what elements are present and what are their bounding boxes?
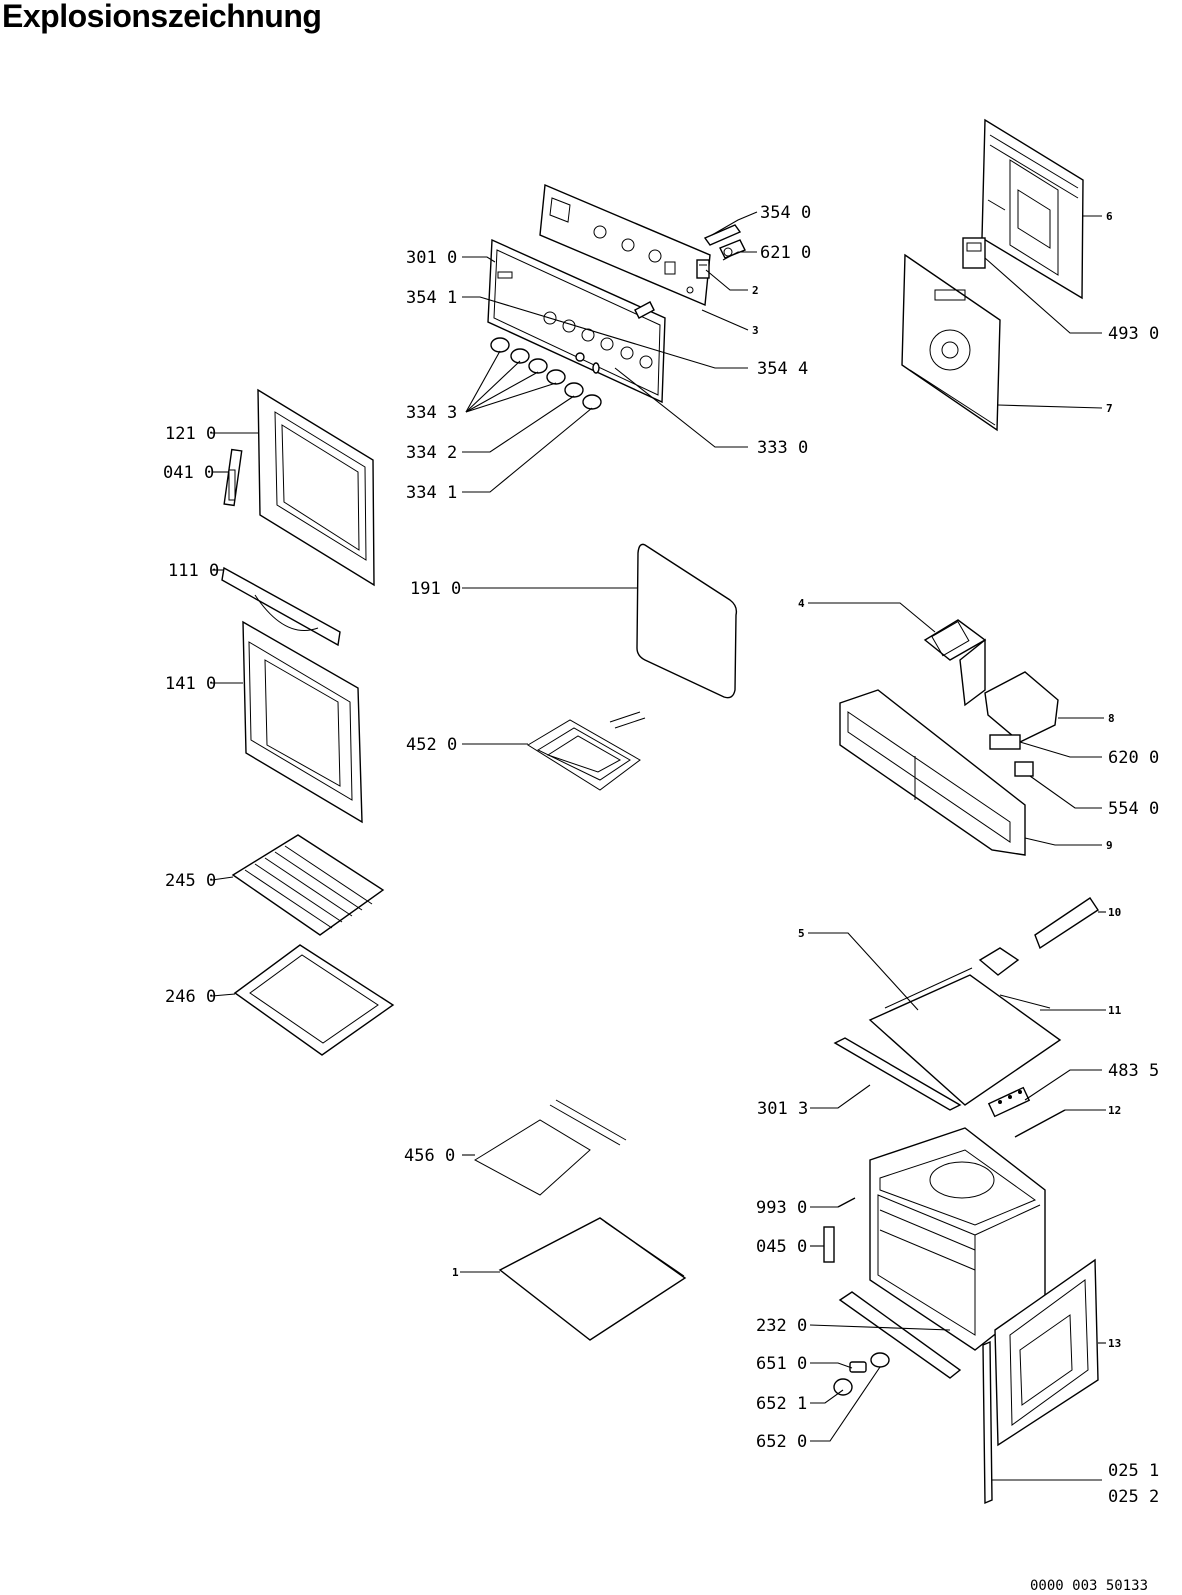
label-4: 4 [798, 597, 805, 610]
label-354-1: 354 1 [406, 288, 457, 308]
oven-bottom-plate [498, 1217, 687, 1341]
door-handle [221, 566, 341, 647]
label-10: 10 [1108, 906, 1121, 919]
control-panel-fascia [487, 238, 666, 404]
clip [823, 1226, 835, 1263]
label-3: 3 [752, 324, 759, 337]
label-246-0: 246 0 [165, 987, 216, 1007]
label-354-0: 354 0 [760, 203, 811, 223]
thin-rod [1014, 1109, 1066, 1138]
label-354-4: 354 4 [757, 359, 808, 379]
label-652-0: 652 0 [756, 1432, 807, 1452]
label-7: 7 [1106, 402, 1113, 415]
label-452-0: 452 0 [406, 735, 457, 755]
switch-block [989, 734, 1034, 777]
label-651-0: 651 0 [756, 1354, 807, 1374]
label-2: 2 [752, 284, 759, 297]
label-12: 12 [1108, 1104, 1121, 1117]
label-5: 5 [798, 927, 805, 940]
label-8: 8 [1108, 712, 1115, 725]
label-9: 9 [1106, 839, 1113, 852]
rear-wall [901, 253, 1001, 432]
heating-element [527, 711, 646, 791]
label-025-1: 025 1 [1108, 1461, 1159, 1481]
thermostat-part [703, 224, 746, 259]
door-hinge [223, 448, 243, 507]
bottom-rail [838, 1291, 962, 1379]
label-121-0: 121 0 [165, 424, 216, 444]
inner-door-frame [257, 388, 375, 587]
label-334-3: 334 3 [406, 403, 457, 423]
label-1: 1 [452, 1266, 459, 1279]
label-11: 11 [1108, 1004, 1122, 1017]
bracket-top [1034, 897, 1099, 950]
page-title: Explosionszeichnung [2, 0, 322, 34]
label-493-0: 493 0 [1108, 324, 1159, 344]
small-bracket [978, 947, 1020, 976]
outer-door-glass [242, 620, 363, 824]
label-334-1: 334 1 [406, 483, 457, 503]
side-door-panel [994, 1258, 1099, 1447]
label-301-0: 301 0 [406, 248, 457, 268]
label-621-0: 621 0 [760, 243, 811, 263]
label-045-0: 045 0 [756, 1237, 807, 1257]
clock-stem [634, 301, 655, 319]
control-knobs [490, 337, 602, 410]
label-245-0: 245 0 [165, 871, 216, 891]
fan-motor [962, 237, 986, 269]
cover-shroud [984, 671, 1059, 743]
side-strip [982, 1340, 993, 1505]
top-plate [868, 967, 1062, 1106]
label-652-1: 652 1 [756, 1394, 807, 1414]
label-041-0: 041 0 [163, 463, 214, 483]
switch-component [696, 259, 710, 279]
side-rail [833, 1037, 962, 1111]
control-panel-bracket [539, 183, 711, 307]
document-number: 0000 003 50133 [1030, 1578, 1148, 1594]
label-456-0: 456 0 [404, 1146, 455, 1166]
label-141-0: 141 0 [165, 674, 216, 694]
grill-element [473, 1099, 627, 1196]
adjustable-feet [833, 1352, 890, 1396]
label-13: 13 [1108, 1337, 1121, 1350]
label-334-2: 334 2 [406, 443, 457, 463]
rear-cover-panel [981, 118, 1084, 300]
cooling-fan [923, 619, 987, 707]
label-111-0: 111 0 [168, 561, 219, 581]
label-301-3: 301 3 [757, 1099, 808, 1119]
baking-tray [233, 944, 395, 1056]
terminal-block [987, 1086, 1031, 1118]
label-025-2: 025 2 [1108, 1487, 1159, 1507]
label-232-0: 232 0 [756, 1316, 807, 1336]
label-993-0: 993 0 [756, 1198, 807, 1218]
front-frame [839, 689, 1026, 856]
screw [837, 1197, 856, 1208]
label-620-0: 620 0 [1108, 748, 1159, 768]
label-333-0: 333 0 [757, 438, 808, 458]
part-labels: 354 0 621 0 2 301 0 354 1 3 354 4 334 3 … [163, 203, 1159, 1594]
wire-shelf [231, 834, 385, 936]
label-483-5: 483 5 [1108, 1061, 1159, 1081]
leader-lines [211, 211, 1106, 1481]
label-6: 6 [1106, 210, 1113, 223]
label-191-0: 191 0 [410, 579, 461, 599]
door-gasket [636, 543, 738, 699]
label-554-0: 554 0 [1108, 799, 1159, 819]
